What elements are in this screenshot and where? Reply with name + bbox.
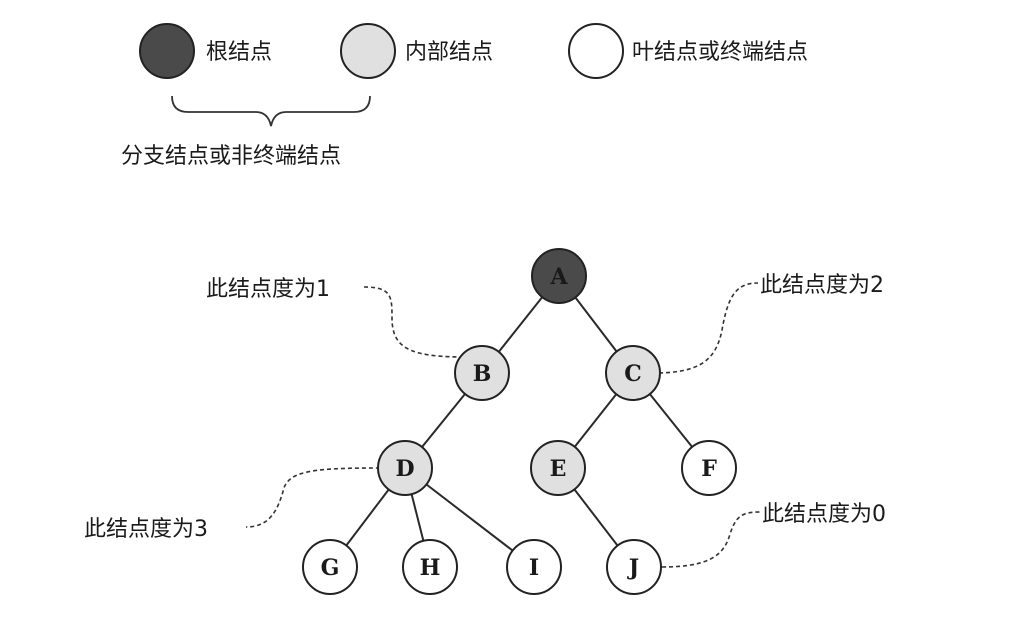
annotation-d: 此结点度为3 <box>84 517 208 542</box>
annotations: 此结点度为1 此结点度为2 此结点度为3 此结点度为0 <box>84 273 886 542</box>
legend-root-label: 根结点 <box>206 40 272 65</box>
node-a: A <box>531 248 587 304</box>
annotation-leaders <box>245 282 761 568</box>
node-label-d: D <box>395 456 414 482</box>
node-circle-h <box>402 539 458 595</box>
node-b: B <box>454 345 510 401</box>
tree-nodes: A B C D E F G H I J <box>302 248 737 595</box>
legend-internal-swatch <box>340 23 396 79</box>
annotation-c: 此结点度为2 <box>760 273 884 298</box>
leader-d <box>245 467 381 528</box>
leader-j <box>661 511 761 568</box>
node-h: H <box>402 539 458 595</box>
legend-leaf-swatch <box>568 23 624 79</box>
legend-brace <box>171 95 371 127</box>
node-i: I <box>506 539 562 595</box>
node-circle-a <box>531 248 587 304</box>
node-circle-d <box>377 440 433 496</box>
node-d: D <box>377 440 433 496</box>
node-label-a: A <box>549 264 568 290</box>
annotation-j: 此结点度为0 <box>762 502 886 527</box>
node-circle-g <box>302 539 358 595</box>
legend: 根结点 内部结点 叶结点或终端结点 分支结点或非终端结点 <box>121 23 808 169</box>
node-circle-c <box>605 345 661 401</box>
node-c: C <box>605 345 661 401</box>
node-j: J <box>606 539 662 595</box>
annotation-b: 此结点度为1 <box>206 277 330 302</box>
node-g: G <box>302 539 358 595</box>
node-circle-j <box>606 539 662 595</box>
node-label-i: I <box>529 555 539 581</box>
legend-leaf-label: 叶结点或终端结点 <box>632 40 808 65</box>
node-e: E <box>530 440 586 496</box>
leader-b <box>363 286 459 358</box>
node-label-b: B <box>473 361 492 387</box>
legend-brace-label: 分支结点或非终端结点 <box>121 144 341 169</box>
tree-edges <box>329 275 710 568</box>
node-label-g: G <box>321 555 340 581</box>
legend-root-swatch <box>139 23 195 79</box>
node-circle-i <box>506 539 562 595</box>
legend-internal-label: 内部结点 <box>405 40 493 65</box>
node-label-j: J <box>627 555 639 581</box>
node-circle-e <box>530 440 586 496</box>
node-circle-b <box>454 345 510 401</box>
leader-c <box>658 282 759 374</box>
node-label-c: C <box>624 361 642 387</box>
node-label-e: E <box>550 456 567 482</box>
node-f: F <box>681 440 737 496</box>
node-label-f: F <box>701 456 717 482</box>
node-label-h: H <box>420 555 441 581</box>
node-circle-f <box>681 440 737 496</box>
